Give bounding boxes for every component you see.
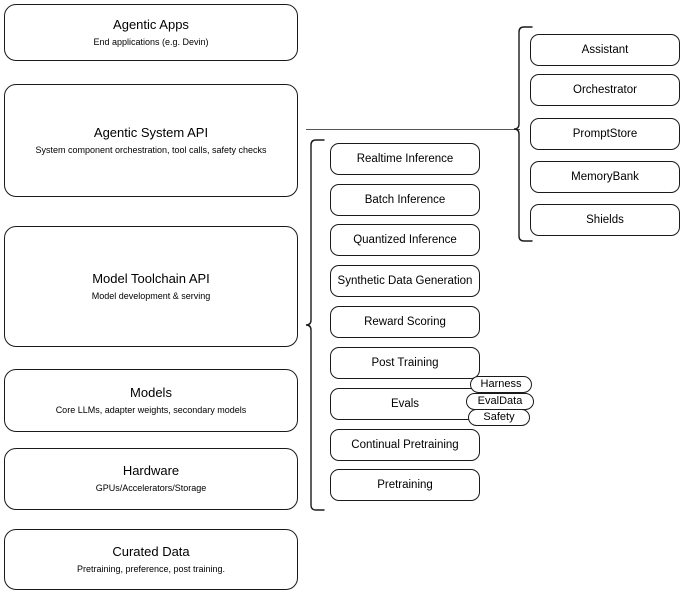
- eval-pill-safety[interactable]: Safety: [468, 409, 530, 426]
- agentic-component-memorybank[interactable]: MemoryBank: [530, 161, 680, 193]
- toolchain-brace: [300, 138, 326, 520]
- agentic-component-label: Orchestrator: [573, 84, 637, 96]
- toolchain-item-label: Post Training: [371, 357, 439, 369]
- layer-box-model-toolchain-api: Model Toolchain API Model development & …: [4, 226, 298, 347]
- toolchain-item-reward-scoring[interactable]: Reward Scoring: [330, 306, 480, 338]
- layer-box-agentic-system-api: Agentic System API System component orch…: [4, 84, 298, 197]
- agentic-component-promptstore[interactable]: PromptStore: [530, 118, 680, 150]
- layer-title: Model Toolchain API: [92, 270, 210, 286]
- layer-subtitle: Core LLMs, adapter weights, secondary mo…: [55, 404, 247, 415]
- toolchain-item-continual-pretraining[interactable]: Continual Pretraining: [330, 429, 480, 461]
- agentic-component-orchestrator[interactable]: Orchestrator: [530, 74, 680, 106]
- agentic-component-assistant[interactable]: Assistant: [530, 34, 680, 66]
- toolchain-item-label: Pretraining: [377, 479, 433, 491]
- layer-subtitle: GPUs/Accelerators/Storage: [95, 483, 207, 493]
- layer-subtitle: Pretraining, preference, post training.: [76, 563, 226, 574]
- toolchain-item-label: Synthetic Data Generation: [337, 275, 473, 287]
- toolchain-item-label: Realtime Inference: [356, 153, 454, 165]
- eval-pill-label: Safety: [483, 411, 515, 423]
- toolchain-item-evals[interactable]: Evals: [330, 388, 480, 420]
- toolchain-item-label: Continual Pretraining: [351, 439, 459, 451]
- agentic-component-shields[interactable]: Shields: [530, 204, 680, 236]
- layer-title: Agentic Apps: [113, 16, 189, 32]
- layer-subtitle: System component orchestration, tool cal…: [35, 144, 267, 155]
- layer-title: Models: [130, 384, 172, 400]
- layer-box-curated-data: Curated Data Pretraining, preference, po…: [4, 529, 298, 590]
- connector-agentic-system-to-components: [306, 129, 520, 130]
- layer-title: Agentic System API: [93, 124, 209, 140]
- toolchain-item-label: Batch Inference: [364, 194, 446, 206]
- toolchain-item-quantized-inference[interactable]: Quantized Inference: [330, 224, 480, 256]
- layer-title: Curated Data: [112, 543, 190, 559]
- layer-title: Hardware: [122, 463, 180, 478]
- eval-pill-harness[interactable]: Harness: [470, 376, 532, 393]
- eval-pill-label: Harness: [480, 378, 522, 390]
- agentic-component-label: PromptStore: [572, 128, 638, 140]
- layer-box-hardware: Hardware GPUs/Accelerators/Storage: [4, 448, 298, 510]
- layer-subtitle: End applications (e.g. Devin): [93, 36, 209, 47]
- layer-box-agentic-apps: Agentic Apps End applications (e.g. Devi…: [4, 4, 298, 61]
- toolchain-item-realtime-inference[interactable]: Realtime Inference: [330, 143, 480, 175]
- toolchain-item-label: Reward Scoring: [364, 316, 446, 328]
- toolchain-item-label: Quantized Inference: [353, 234, 457, 246]
- eval-pill-evaldata[interactable]: EvalData: [466, 393, 534, 410]
- agentic-component-label: Assistant: [581, 44, 629, 56]
- eval-pill-label: EvalData: [477, 395, 523, 407]
- agentic-component-label: MemoryBank: [571, 171, 639, 183]
- toolchain-item-synthetic-data-generation[interactable]: Synthetic Data Generation: [330, 265, 480, 297]
- toolchain-item-post-training[interactable]: Post Training: [330, 347, 480, 379]
- agentic-component-label: Shields: [586, 214, 624, 226]
- toolchain-item-label: Evals: [390, 398, 420, 410]
- layer-box-models: Models Core LLMs, adapter weights, secon…: [4, 369, 298, 432]
- layer-subtitle: Model development & serving: [91, 290, 211, 301]
- toolchain-item-pretraining[interactable]: Pretraining: [330, 469, 480, 501]
- toolchain-item-batch-inference[interactable]: Batch Inference: [330, 184, 480, 216]
